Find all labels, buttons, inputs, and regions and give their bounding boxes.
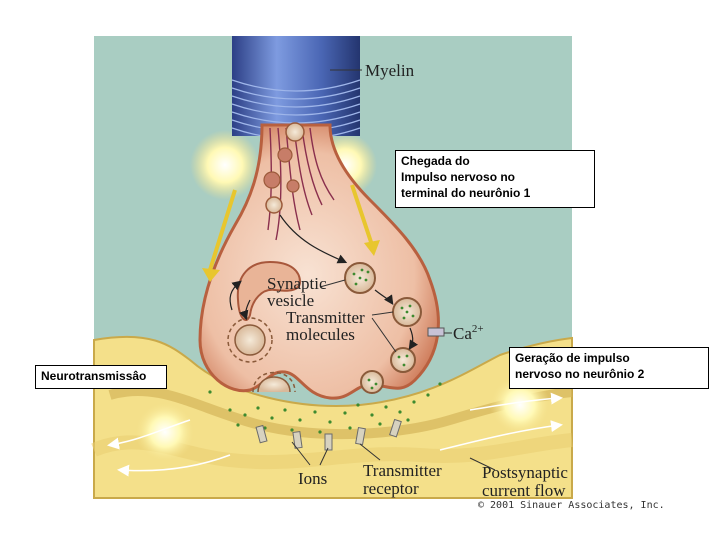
arrival-line-1: Chegada do bbox=[401, 154, 470, 168]
transmitter-receptor-label-line2: receptor bbox=[363, 479, 419, 498]
neurotransmission-annotation-box: Neurotransmissâo bbox=[35, 365, 167, 389]
cleft-transmitter-dots bbox=[208, 382, 442, 434]
transmitter-molecules-label-line1: Transmitter bbox=[286, 308, 365, 327]
neurotransmission-label: Neurotransmissâo bbox=[41, 369, 147, 383]
postsynaptic-current-label-line1: Postsynaptic bbox=[482, 463, 568, 482]
left-glow bbox=[190, 130, 260, 200]
vesicle-path-arrows bbox=[229, 214, 418, 350]
generation-annotation-box: Geração de impulso nervoso no neurônio 2 bbox=[509, 347, 709, 389]
postsynaptic-current-label-line2: current flow bbox=[482, 481, 566, 500]
mitochondrion bbox=[236, 260, 302, 321]
calcium-charge: 2+ bbox=[472, 323, 484, 335]
transmitter-receptor-label-line1: Transmitter bbox=[363, 461, 442, 480]
vesicle-transmitter-dots bbox=[352, 268, 415, 390]
postsynaptic-right-glow bbox=[490, 375, 550, 435]
calcium-label: Ca2+ bbox=[453, 323, 484, 343]
calcium-channel bbox=[427, 327, 445, 337]
axon-vesicle bbox=[277, 147, 293, 163]
arrival-annotation-box: Chegada do Impulso nervoso no terminal d… bbox=[395, 150, 595, 208]
impulse-arrows bbox=[202, 184, 380, 282]
coated-pit bbox=[252, 371, 296, 393]
calcium-symbol: Ca bbox=[453, 324, 472, 343]
myelin-label: Myelin bbox=[365, 61, 415, 80]
coated-vesicle bbox=[227, 317, 273, 363]
synaptic-vesicle-label-line2: vesicle bbox=[267, 291, 314, 310]
copyright-notice: © 2001 Sinauer Associates, Inc. bbox=[478, 500, 665, 511]
axon-vesicle bbox=[286, 179, 300, 193]
transmitter-molecules-label-line2: molecules bbox=[286, 325, 355, 344]
generation-line-2: nervoso no neurônio 2 bbox=[515, 367, 645, 381]
current-flow-arrows bbox=[107, 392, 563, 477]
arrival-line-2: Impulso nervoso no bbox=[401, 170, 516, 184]
ions-label: Ions bbox=[298, 469, 327, 488]
postsynaptic-left-glow bbox=[135, 402, 195, 462]
generation-line-1: Geração de impulso bbox=[515, 351, 630, 365]
synaptic-vesicle-label-line1: Synaptic bbox=[267, 274, 327, 293]
arrival-line-3: terminal do neurônio 1 bbox=[401, 186, 531, 200]
label-leader-lines bbox=[291, 279, 496, 471]
axon-vesicle bbox=[263, 171, 281, 189]
axon-vesicle bbox=[285, 122, 305, 142]
axon-vesicle bbox=[265, 196, 283, 214]
transmitter-receptors bbox=[255, 418, 402, 451]
